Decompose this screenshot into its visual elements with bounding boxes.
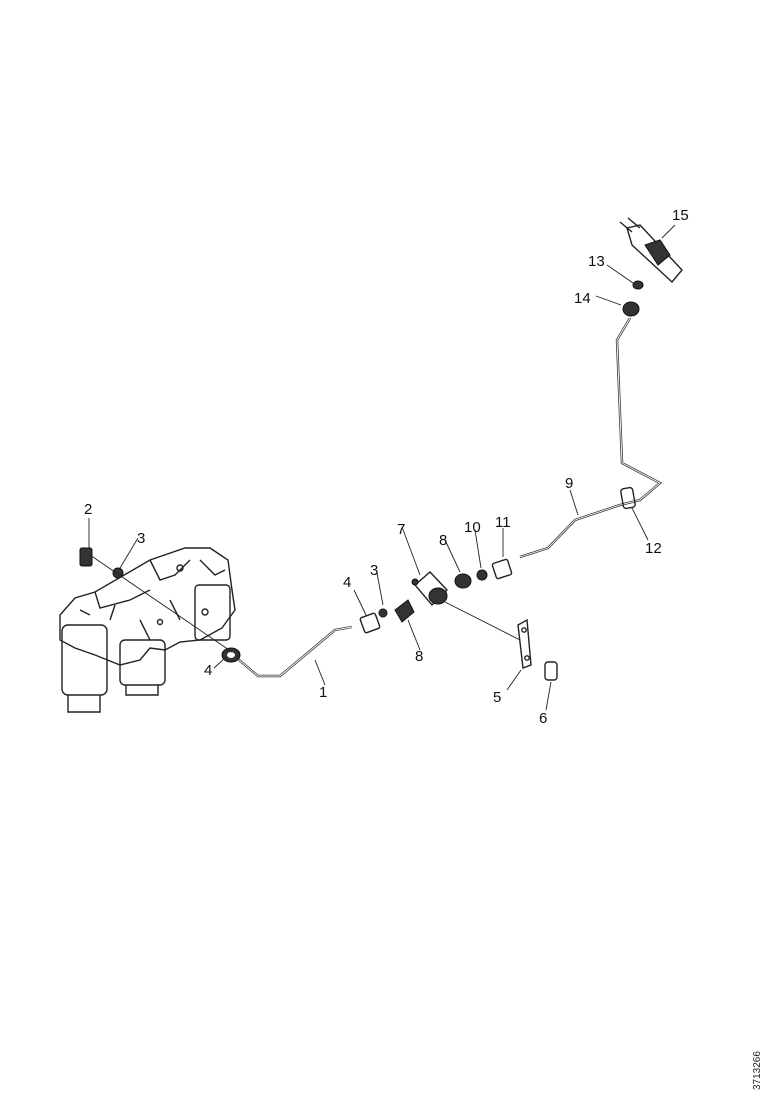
callout-1: 1 xyxy=(319,684,327,701)
callout-8-right: 8 xyxy=(439,532,447,549)
callout-3-mid: 3 xyxy=(370,562,378,579)
document-id: 3713266 xyxy=(752,1051,763,1090)
callout-15: 15 xyxy=(672,207,689,224)
leader-lines xyxy=(88,224,676,711)
part-10-washer xyxy=(476,569,488,581)
callout-5: 5 xyxy=(493,689,501,706)
part-13-washer xyxy=(632,280,644,290)
callout-12: 12 xyxy=(645,540,662,557)
part-15-sensor xyxy=(619,217,683,284)
part-12-clip xyxy=(620,486,636,510)
part-6-bolt xyxy=(544,661,558,681)
callout-3-left: 3 xyxy=(137,530,145,547)
callout-7: 7 xyxy=(397,521,405,538)
part-11-nut xyxy=(491,558,513,580)
part-14-nut xyxy=(622,301,640,317)
part-2-sensor xyxy=(79,547,93,567)
callout-4-left: 4 xyxy=(204,662,212,679)
part-7-valve xyxy=(411,571,448,607)
callout-9: 9 xyxy=(565,475,573,492)
callout-13: 13 xyxy=(588,253,605,270)
callout-2: 2 xyxy=(84,501,92,518)
filter-housing-assembly xyxy=(59,547,236,713)
callout-11: 11 xyxy=(495,514,511,531)
part-8-union-left xyxy=(394,599,415,623)
callout-8-left: 8 xyxy=(415,648,423,665)
callout-4-right: 4 xyxy=(343,574,351,591)
part-9-pipe xyxy=(519,317,663,559)
part-4-nut-right xyxy=(359,612,381,634)
part-3-washer-mid xyxy=(378,608,388,618)
callout-labels: 2 3 4 1 4 3 8 7 8 10 11 9 12 5 6 13 14 1… xyxy=(84,207,689,727)
callout-10: 10 xyxy=(464,519,481,536)
callout-14: 14 xyxy=(574,290,591,307)
part-1-pipe xyxy=(231,625,353,678)
part-8-union-right xyxy=(454,573,472,589)
part-4-nut-left xyxy=(221,647,241,663)
part-5-bracket xyxy=(444,601,532,669)
callout-6: 6 xyxy=(539,710,547,727)
